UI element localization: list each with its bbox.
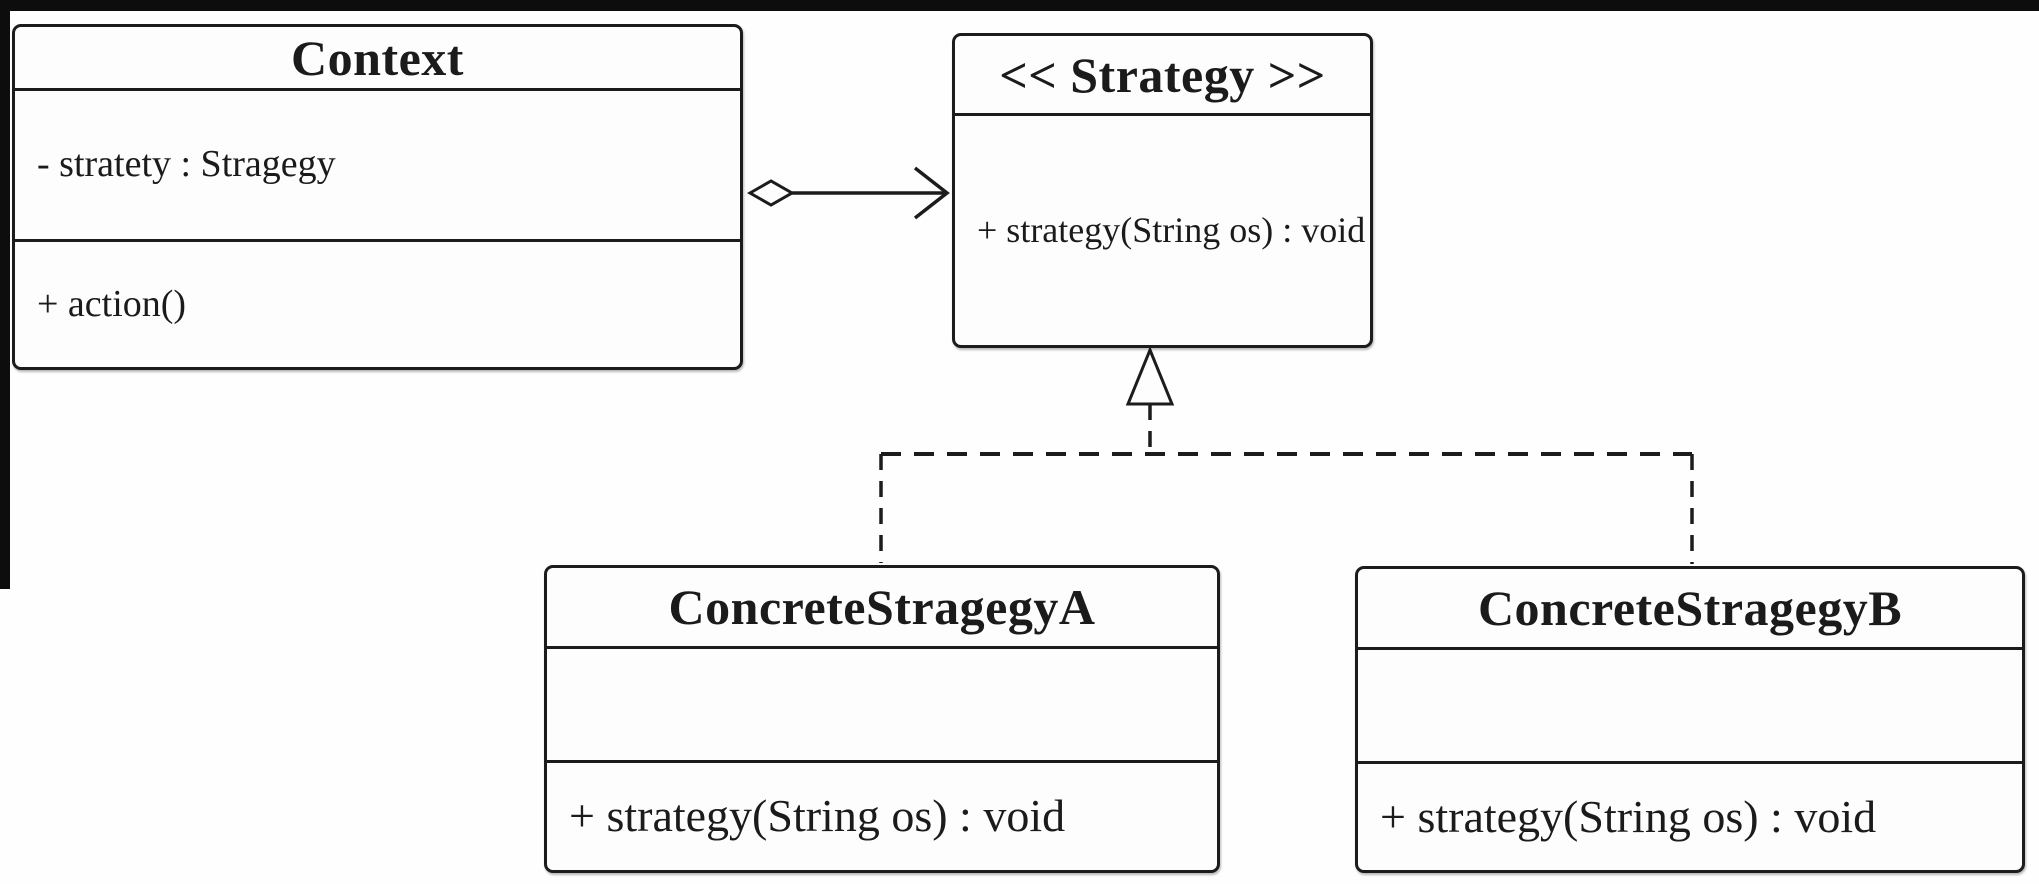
class-title: Context (291, 29, 464, 86)
left-black-bar (0, 0, 10, 589)
class-box-concrete-strategy-a: ConcreteStragegyA + strategy(String os) … (544, 565, 1220, 873)
hollow-triangle-icon (1125, 346, 1175, 406)
empty-attribute-compartment (1358, 647, 2022, 761)
class-method: + strategy(String os) : void (547, 760, 1217, 870)
class-attribute: - stratety : Stragegy (15, 88, 740, 239)
class-box-context: Context - stratety : Stragegy + action() (12, 24, 743, 370)
aggregation-diamond-icon (746, 179, 796, 207)
class-title: ConcreteStragegyA (668, 579, 1096, 635)
open-arrowhead-icon (913, 166, 950, 220)
class-title: << Strategy >> (999, 46, 1326, 103)
class-method: + action() (15, 239, 740, 367)
class-title: ConcreteStragegyB (1477, 580, 1903, 636)
class-box-concrete-strategy-b: ConcreteStragegyB + strategy(String os) … (1355, 566, 2025, 873)
empty-attribute-compartment (547, 646, 1217, 760)
class-method: + strategy(String os) : void (955, 113, 1370, 345)
realization-connector (879, 346, 1694, 564)
class-box-strategy-interface: << Strategy >> + strategy(String os) : v… (952, 33, 1373, 348)
class-method: + strategy(String os) : void (1358, 761, 2022, 870)
aggregation-connector (746, 166, 950, 220)
top-black-bar (0, 0, 2039, 11)
